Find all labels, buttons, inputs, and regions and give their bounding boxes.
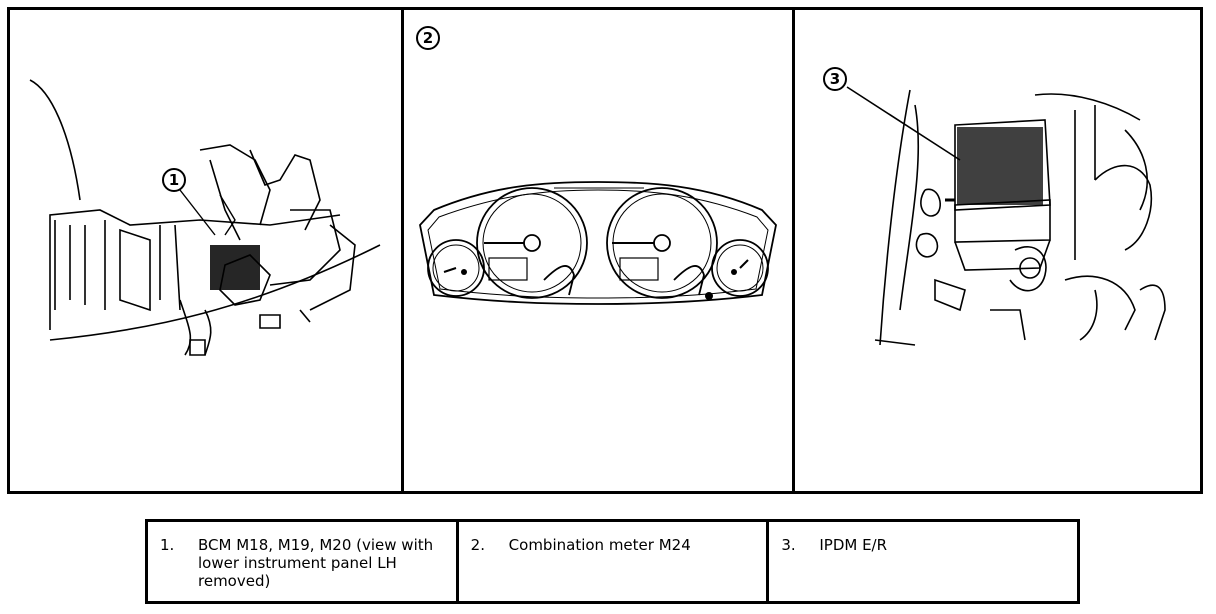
legend-number: 1. xyxy=(160,536,175,554)
ipdm-illustration xyxy=(846,86,1166,346)
figure-frame xyxy=(7,7,1203,494)
panel-divider xyxy=(792,7,795,494)
legend-number: 2. xyxy=(470,536,485,554)
bcm-module xyxy=(210,245,260,290)
bcm-illustration xyxy=(29,79,381,356)
panel-combination-meter: 2 xyxy=(404,10,792,491)
callout-1: 1 xyxy=(162,168,186,192)
legend-text: IPDM E/R xyxy=(819,536,888,554)
legend-text: Combination meter M24 xyxy=(508,536,691,554)
ipdm-module xyxy=(945,127,1043,205)
legend-number: 3. xyxy=(781,536,796,554)
callout-2: 2 xyxy=(416,26,440,50)
combination-meter-illustration xyxy=(419,181,777,305)
panel-ipdm-er: 3 xyxy=(795,10,1200,491)
panel-divider xyxy=(401,7,404,494)
legend-item: 1. BCM M18, M19, M20 (view with lower in… xyxy=(148,522,459,601)
legend-item: 3. IPDM E/R xyxy=(769,522,1077,601)
legend-item: 2. Combination meter M24 xyxy=(459,522,770,601)
panel-bcm: 1 xyxy=(10,10,401,491)
callout-3: 3 xyxy=(823,67,847,91)
legend-text: BCM M18, M19, M20 (view with lower instr… xyxy=(198,536,434,590)
legend-table: 1. BCM M18, M19, M20 (view with lower in… xyxy=(145,519,1080,604)
